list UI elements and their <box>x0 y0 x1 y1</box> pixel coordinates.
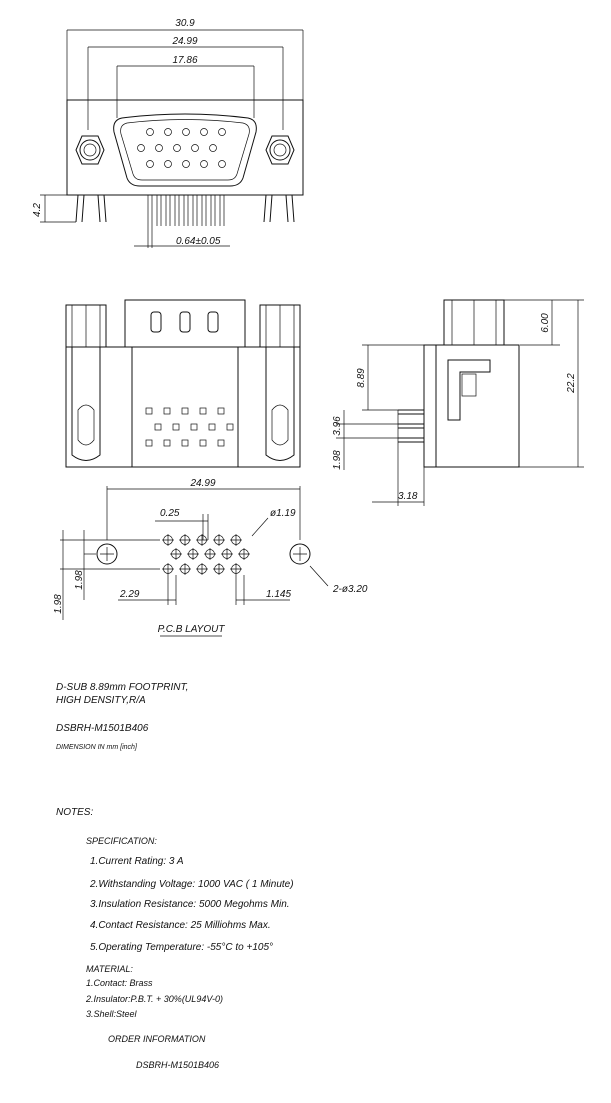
pcb-mount-hole-left <box>96 543 118 565</box>
order-heading: ORDER INFORMATION <box>108 1034 206 1044</box>
dim-pin-length: 4.2 <box>32 203 43 217</box>
dim-pcb-left: 2.29 <box>119 589 140 600</box>
side-body <box>423 344 520 468</box>
dim-row-spacing-2: 1.98 <box>332 450 343 470</box>
pin-tails <box>147 195 225 226</box>
spec-item: 1.Current Rating: 3 A <box>90 856 184 867</box>
title-line-1: D-SUB 8.89mm FOOTPRINT, <box>56 682 189 693</box>
material-heading: MATERIAL: <box>86 964 133 974</box>
title-line-2: HIGH DENSITY,R/A <box>56 695 146 706</box>
pcb-pad-grid <box>162 534 250 575</box>
dim-pcb-offset: 0.25 <box>160 508 180 519</box>
dim-pcb-spacing: 24.99 <box>189 478 215 489</box>
rear-body <box>65 346 301 468</box>
d-shell <box>113 113 257 187</box>
pcb-mount-hole-right <box>289 543 311 565</box>
front-view: 30.9 24.99 17.86 <box>32 18 304 248</box>
dim-side-offset: 3.18 <box>398 491 418 502</box>
dim-pcb-v1: 1.98 <box>74 570 85 590</box>
dim-row-spacing-1: 3.96 <box>332 416 343 436</box>
units-note: DIMENSION IN mm [inch] <box>56 744 137 751</box>
spec-item: 3.Insulation Resistance: 5000 Megohms Mi… <box>90 899 290 910</box>
front-pin-holes <box>137 128 226 168</box>
front-flange <box>66 99 304 196</box>
spec-item: 2.Withstanding Voltage: 1000 VAC ( 1 Min… <box>90 879 294 890</box>
dim-pcb-hole: ø1.19 <box>270 508 296 519</box>
material-item: 3.Shell:Steel <box>86 1009 137 1019</box>
pcb-layout: 24.99 0.25 ø1.19 2-ø3.20 1.98 1.98 2.29 <box>53 478 368 637</box>
dim-pcb-mount: 2-ø3.20 <box>332 584 368 595</box>
dim-pin-pitch: 0.64±0.05 <box>176 236 221 247</box>
part-number: DSBRH-M1501B406 <box>56 723 149 734</box>
notes-heading: NOTES: <box>56 807 94 818</box>
material-item: 2.Insulator:P.B.T. + 30%(UL94V-0) <box>86 994 223 1004</box>
dim-mount-spacing: 24.99 <box>171 36 197 47</box>
technical-drawing: 30.9 24.99 17.86 <box>32 18 584 637</box>
left-nut <box>75 135 105 165</box>
material-item: 1.Contact: Brass <box>86 978 153 988</box>
right-nut <box>265 135 295 165</box>
dim-pcb-v2: 1.98 <box>53 594 64 614</box>
side-view: 6.00 22.2 8.89 3.96 1.98 3.18 <box>332 299 584 506</box>
spec-heading: SPECIFICATION: <box>86 836 157 846</box>
spec-item: 4.Contact Resistance: 25 Milliohms Max. <box>90 920 271 931</box>
dim-row-height: 8.89 <box>356 368 367 388</box>
dim-pcb-right: 1.145 <box>266 589 291 600</box>
dim-shell-width: 17.86 <box>172 55 197 66</box>
dim-total-height: 22.2 <box>566 373 577 394</box>
dim-top-height: 6.00 <box>540 313 551 333</box>
order-part-number: DSBRH-M1501B406 <box>136 1060 220 1070</box>
rear-pin-squares <box>145 407 234 447</box>
spec-item: 5.Operating Temperature: -55°C to +105° <box>90 942 274 953</box>
rear-view <box>65 299 301 468</box>
dim-overall-width: 30.9 <box>175 18 195 29</box>
pcb-layout-label: P.C.B LAYOUT <box>158 624 226 635</box>
